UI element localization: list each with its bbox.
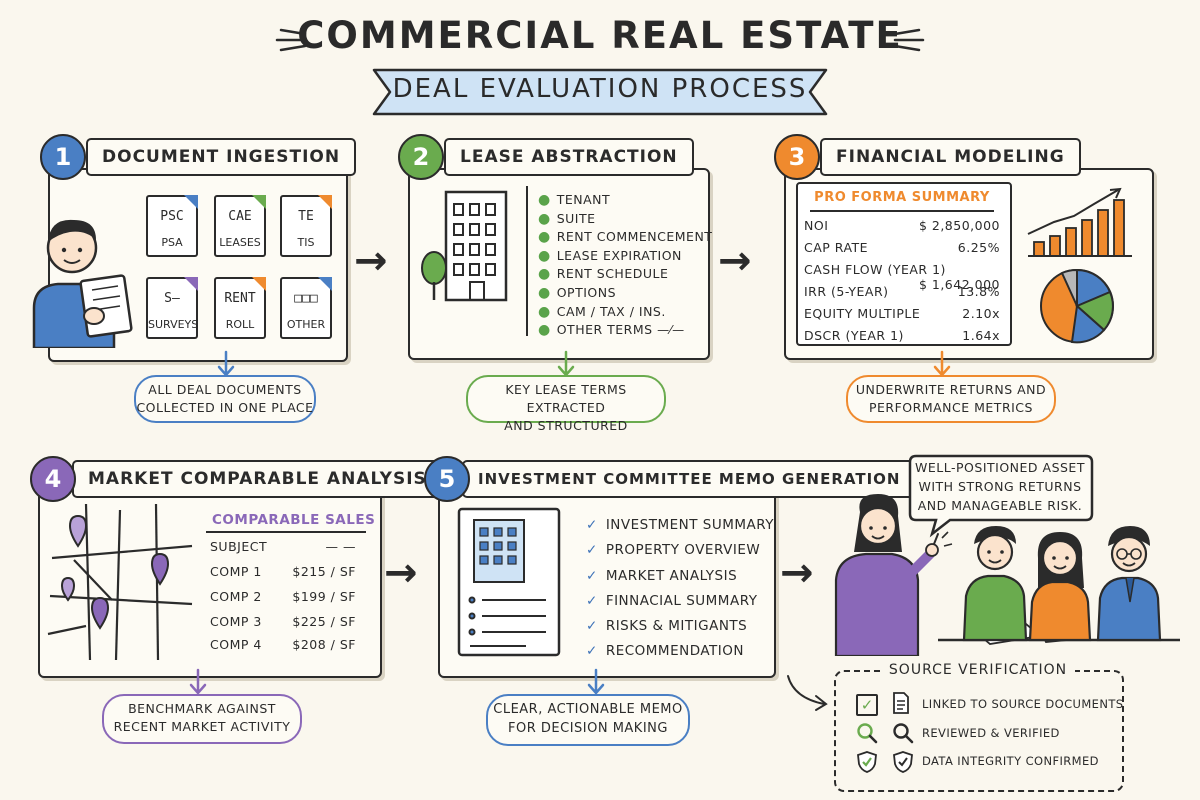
- step4-header: MARKET COMPARABLE ANALYSIS: [72, 460, 443, 498]
- step3-header: FINANCIAL MODELING: [820, 138, 1081, 176]
- step1-badge: 1: [40, 134, 86, 180]
- checkbox-checked-icon: ✓: [856, 694, 878, 716]
- lease-terms-list: ●TENANT ●SUITE ●RENT COMMENCEMENT ●LEASE…: [538, 191, 712, 340]
- arrow-step5-to-committee-icon: →: [780, 550, 814, 596]
- step3-callout: UNDERWRITE RETURNS AND PERFORMANCE METRI…: [846, 375, 1056, 423]
- table-row: COMP 4$208 / SF: [210, 637, 356, 652]
- memo-document-icon: [457, 507, 561, 657]
- list-item: ✓RISKS & MITIGANTS: [586, 618, 748, 635]
- arrow-step1-to-step2-icon: →: [354, 238, 388, 284]
- list-item: ●SUITE: [538, 210, 596, 227]
- step2-divider: [526, 186, 528, 336]
- arrow-step4-to-step5-icon: →: [384, 550, 418, 596]
- shield-check-icon: [893, 751, 913, 773]
- list-item: ✓FINNACIAL SUMMARY: [586, 592, 758, 609]
- magnifier-green-icon: [857, 723, 878, 744]
- step2-down-arrow-icon: [557, 350, 575, 377]
- pie-chart-icon: [1040, 268, 1114, 344]
- step2-callout: KEY LEASE TERMS EXTRACTED AND STRUCTURED: [466, 375, 666, 433]
- document-icon: [893, 692, 909, 714]
- arrow-step2-to-step3-icon: →: [718, 238, 752, 284]
- subtitle-banner: [372, 68, 828, 116]
- table-row: NOI$ 2,850,000: [804, 218, 1000, 233]
- office-building-icon: [421, 190, 508, 302]
- step4-callout: BENCHMARK AGAINST RECENT MARKET ACTIVITY: [102, 694, 302, 744]
- verification-pointer-icon: [787, 675, 828, 711]
- step5-header: INVESTMENT COMMITTEE MEMO GENERATION: [462, 460, 917, 498]
- table-row: DSCR (YEAR 1)1.64x: [804, 328, 1000, 343]
- table-row: COMP 3$225 / SF: [210, 614, 356, 629]
- speech-bubble: [908, 454, 1094, 538]
- list-item: ●TENANT: [538, 192, 611, 208]
- bar-chart-icon: [1027, 187, 1132, 257]
- memo-sections-list: ✓INVESTMENT SUMMARY ✓PROPERTY OVERVIEW ✓…: [586, 513, 774, 665]
- table-row: COMP 2$199 / SF: [210, 589, 356, 604]
- list-item: ●RENT SCHEDULE: [538, 266, 669, 283]
- list-item: ●RENT COMMENCEMENT: [538, 229, 713, 246]
- title-left-marks: [275, 24, 315, 54]
- step3-badge: 3: [774, 134, 820, 180]
- list-item: ✓RECOMMENDATION: [586, 643, 744, 660]
- list-item: ●CAM / TAX / INS.: [538, 303, 666, 320]
- step5-down-arrow-icon: [587, 668, 605, 695]
- list-item: ✓PROPERTY OVERVIEW: [586, 542, 761, 559]
- list-item: ●OTHER TERMS —⁄—: [538, 322, 685, 339]
- magnifier-icon: [893, 723, 914, 744]
- speech-text: WELL-POSITIONED ASSET WITH STRONG RETURN…: [915, 460, 1085, 513]
- person-holding-papers-illustration: [32, 219, 133, 348]
- table-row: COMP 1$215 / SF: [210, 564, 356, 579]
- step1-callout: ALL DEAL DOCUMENTS COLLECTED IN ONE PLAC…: [134, 375, 316, 423]
- step4-badge: 4: [30, 456, 76, 502]
- page-title: COMMERCIAL REAL ESTATE: [297, 14, 903, 57]
- title-right-marks: [885, 24, 925, 54]
- page-subtitle: DEAL EVALUATION PROCESS: [392, 74, 808, 104]
- list-item: ●OPTIONS: [538, 284, 617, 301]
- comparable-sales-underline: [206, 531, 366, 533]
- step2-badge: 2: [398, 134, 444, 180]
- table-row: IRR (5-YEAR)13.8%: [804, 284, 1000, 299]
- table-row: SUBJECT— —: [210, 539, 356, 554]
- step1-header: DOCUMENT INGESTION: [86, 138, 357, 176]
- verification-item: LINKED TO SOURCE DOCUMENTS: [922, 697, 1124, 711]
- document-surveys-icon: S—SURVEYS: [146, 277, 198, 339]
- investment-committee-meeting-illustration: [834, 494, 1180, 656]
- comparable-sales-title: COMPARABLE SALES: [212, 512, 376, 528]
- list-item: ✓INVESTMENT SUMMARY: [586, 517, 775, 533]
- verification-item: REVIEWED & VERIFIED: [922, 726, 1060, 740]
- step5-callout: CLEAR, ACTIONABLE MEMO FOR DECISION MAKI…: [486, 694, 690, 746]
- pro-forma-title: PRO FORMA SUMMARY: [814, 190, 990, 205]
- step3-down-arrow-icon: [933, 350, 951, 377]
- table-row: CASH FLOW (YEAR 1)$ 1,642,000: [804, 262, 1000, 292]
- list-item: ●LEASE EXPIRATION: [538, 247, 682, 264]
- document-other-icon: □□□OTHER: [280, 277, 332, 339]
- source-verification-title: SOURCE VERIFICATION: [834, 662, 1122, 678]
- step5-badge: 5: [424, 456, 470, 502]
- step2-header: LEASE ABSTRACTION: [444, 138, 694, 176]
- map-with-pins-illustration: [47, 503, 193, 661]
- pro-forma-table: [796, 182, 1012, 346]
- step4-down-arrow-icon: [189, 668, 207, 695]
- step1-down-arrow-icon: [217, 350, 235, 377]
- shield-check-green-icon: [857, 751, 877, 773]
- verification-item: DATA INTEGRITY CONFIRMED: [922, 754, 1099, 768]
- pro-forma-title-underline: [810, 210, 994, 212]
- list-item: ✓MARKET ANALYSIS: [586, 567, 738, 584]
